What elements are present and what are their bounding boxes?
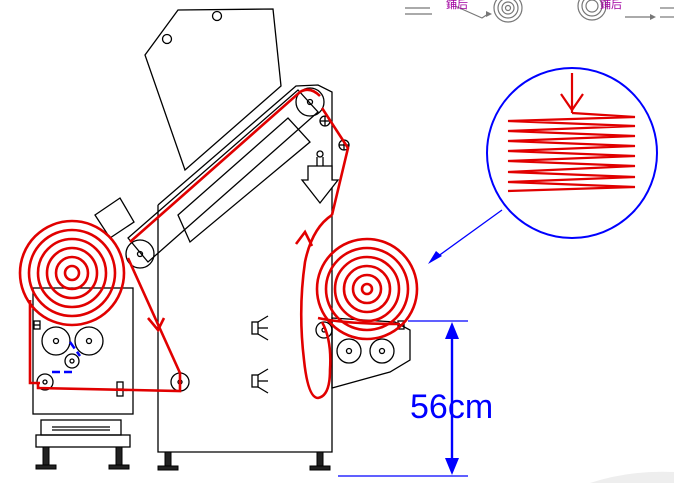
arm-block xyxy=(94,197,135,239)
machine-outline xyxy=(32,8,411,453)
unwind-cabinet xyxy=(32,287,134,415)
icon-label-right: 鋪后 xyxy=(600,0,622,11)
roll-to-flat-icon xyxy=(577,0,674,21)
hopper-hole-left xyxy=(161,33,173,45)
arm-top-roller xyxy=(295,87,325,117)
rewind-roll xyxy=(315,237,419,341)
machine-feet xyxy=(35,446,331,471)
zigzag-fold-pattern xyxy=(507,111,636,193)
cabinet-roller-right xyxy=(74,326,104,356)
corner-shadow xyxy=(590,471,674,483)
flat-to-roll-icon xyxy=(405,0,523,23)
bubble-pointer-arrow xyxy=(428,251,442,264)
fold-detail-bubble xyxy=(428,67,658,264)
cabinet-roller-mid xyxy=(64,353,80,369)
side-fixture-upper xyxy=(251,315,269,341)
bracket-roller-left xyxy=(336,338,362,364)
pressure-arrow-icon xyxy=(300,150,340,205)
bracket-roller-right xyxy=(369,338,395,364)
bubble-pointer-line xyxy=(429,209,503,263)
rewind-bracket xyxy=(331,317,411,389)
height-dimension-label: 56cm xyxy=(410,388,493,426)
arm-bottom-roller xyxy=(125,239,155,269)
internal-guide-path xyxy=(52,341,82,374)
cabinet-roller-left xyxy=(41,326,71,356)
inclined-arm xyxy=(127,89,319,263)
icon-label-left: 鋪后 xyxy=(446,0,468,11)
side-fixture-lower xyxy=(251,368,269,394)
top-icons: 鋪后 鋪后 xyxy=(405,0,674,23)
paper-path xyxy=(18,88,419,400)
height-dimension: 56cm xyxy=(338,320,493,477)
top-hopper xyxy=(144,8,282,172)
bracket-roller-top xyxy=(315,321,333,339)
arm-panel xyxy=(177,117,311,244)
main-body xyxy=(157,84,333,453)
unwind-roll xyxy=(18,219,126,327)
hopper-hole-top xyxy=(211,10,223,22)
